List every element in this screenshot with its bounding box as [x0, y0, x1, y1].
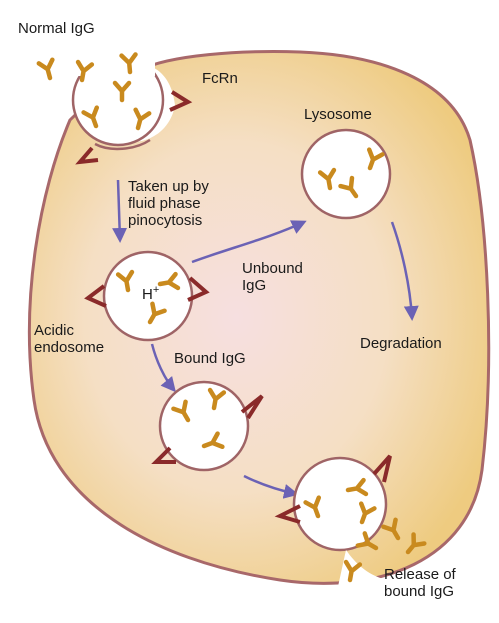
membrane-opening	[60, 46, 155, 76]
proton-label: H+	[142, 282, 159, 303]
recycling-endosome	[158, 380, 250, 472]
exocytosis-arrow	[243, 474, 299, 499]
acidic-endosome-label: Acidic endosome	[34, 322, 105, 356]
fcrn-receptor-icon	[372, 454, 392, 483]
uptake-label: Taken up by fluid phase pinocytosis	[128, 178, 209, 229]
igg-antibody-icon	[39, 60, 57, 80]
fcrn-receptor-icon	[274, 504, 301, 524]
bound-igg-label: Bound IgG	[174, 350, 246, 367]
lysosome	[300, 128, 392, 220]
bound-arrow	[150, 343, 176, 393]
fcrn-receptor-icon	[84, 284, 107, 308]
proton-symbol: H	[142, 286, 153, 303]
uptake-arrow	[112, 179, 128, 243]
lysosome-label: Lysosome	[304, 106, 372, 123]
fcrn-receptor-icon	[75, 146, 99, 165]
fcrn-receptor-icon	[169, 90, 193, 112]
proton-charge: +	[152, 284, 160, 296]
fcrn-receptor-icon	[151, 446, 176, 464]
normal-igg-label: Normal IgG	[18, 20, 95, 37]
unbound-arrow	[191, 220, 307, 264]
acidic-endosome	[102, 250, 194, 342]
fcrn-receptor-icon	[240, 394, 264, 420]
degradation-arrow	[390, 221, 419, 321]
release-label: Release of bound IgG	[384, 566, 456, 600]
fcrn-receptor-icon	[187, 276, 210, 302]
unbound-igg-label: Unbound IgG	[242, 260, 303, 294]
fcrn-label: FcRn	[202, 70, 238, 87]
degradation-label: Degradation	[360, 335, 442, 352]
